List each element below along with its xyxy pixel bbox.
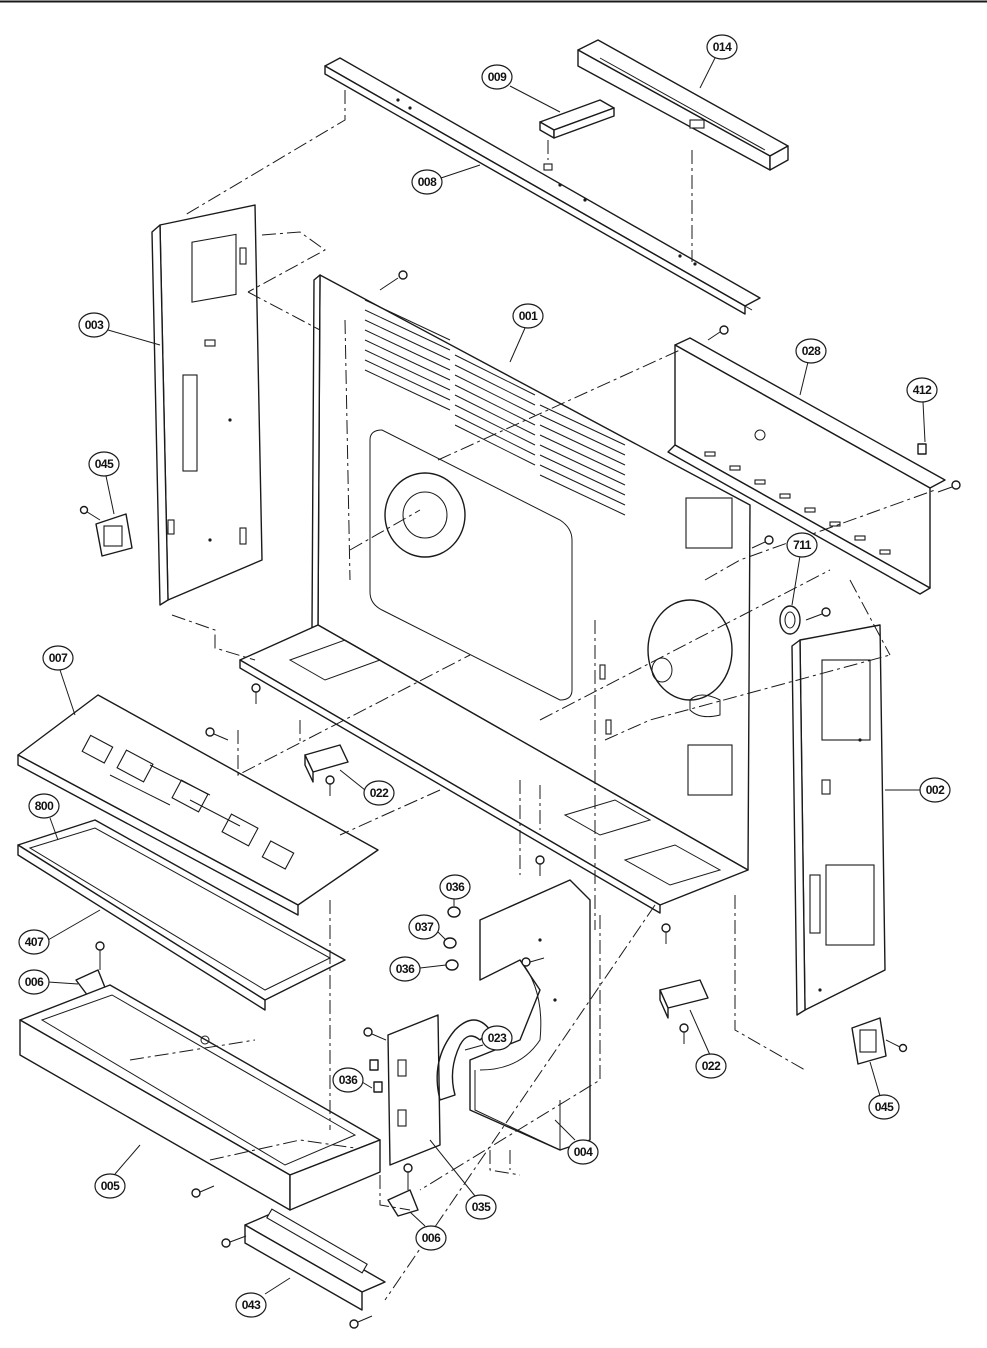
svg-text:014: 014 bbox=[713, 40, 732, 54]
svg-text:002: 002 bbox=[926, 783, 945, 797]
callout-045-right: 045 bbox=[868, 1061, 900, 1120]
callout-412: 412 bbox=[906, 377, 938, 455]
callout-036-top: 036 bbox=[439, 874, 471, 906]
callout-014: 014 bbox=[699, 34, 738, 89]
svg-text:800: 800 bbox=[35, 799, 54, 813]
part-043-bottom-rail bbox=[244, 1208, 386, 1311]
callout-800: 800 bbox=[28, 793, 60, 841]
frame-028-slots bbox=[704, 451, 891, 555]
vent-louvers-center bbox=[454, 354, 536, 466]
svg-text:008: 008 bbox=[418, 175, 437, 189]
svg-text:045: 045 bbox=[95, 457, 114, 471]
part-006-clip-b bbox=[387, 1163, 419, 1217]
svg-text:037: 037 bbox=[415, 920, 434, 934]
part-008-top-rail bbox=[324, 57, 761, 315]
callout-005: 005 bbox=[94, 1144, 141, 1199]
callout-022-upper: 022 bbox=[339, 769, 395, 806]
callout-022-lower: 022 bbox=[689, 1009, 727, 1079]
svg-text:006: 006 bbox=[25, 975, 44, 989]
vent-louvers-right bbox=[539, 404, 626, 516]
callout-037: 037 bbox=[408, 914, 447, 941]
vent-louvers-left bbox=[364, 299, 451, 411]
frame-recess-outline bbox=[369, 429, 573, 701]
callout-009: 009 bbox=[481, 64, 561, 113]
callout-023: 023 bbox=[464, 1025, 513, 1051]
svg-text:036: 036 bbox=[446, 880, 465, 894]
part-045-bracket-left bbox=[79, 505, 133, 557]
round-hole-right bbox=[647, 599, 733, 701]
part-028-right-frame bbox=[667, 337, 946, 595]
part-035-mounting-plate bbox=[387, 1014, 441, 1166]
svg-text:005: 005 bbox=[101, 1179, 120, 1193]
svg-text:006: 006 bbox=[422, 1231, 441, 1245]
part-045-bracket-right bbox=[851, 1017, 908, 1065]
callout-001: 001 bbox=[509, 303, 544, 363]
svg-text:711: 711 bbox=[793, 538, 812, 552]
screws bbox=[191, 270, 961, 1329]
callout-035: 035 bbox=[429, 1139, 497, 1220]
svg-text:009: 009 bbox=[488, 70, 507, 84]
part-001-main-frame bbox=[239, 274, 751, 914]
round-hole-left bbox=[384, 472, 466, 558]
svg-text:043: 043 bbox=[242, 1298, 261, 1312]
svg-text:007: 007 bbox=[49, 651, 68, 665]
part-009-clip bbox=[539, 99, 615, 139]
svg-text:028: 028 bbox=[802, 344, 821, 358]
callout-043: 043 bbox=[235, 1277, 291, 1318]
part-005-base-pan bbox=[19, 984, 381, 1211]
svg-text:407: 407 bbox=[25, 935, 44, 949]
part-003-left-side-panel bbox=[151, 204, 263, 606]
svg-text:035: 035 bbox=[472, 1200, 491, 1214]
callouts: 014 009 008 003 001 028 bbox=[18, 34, 951, 1318]
svg-text:001: 001 bbox=[519, 309, 538, 323]
part-022-block-b bbox=[659, 979, 709, 1019]
callout-004: 004 bbox=[554, 1119, 599, 1165]
assembly-dash-lines bbox=[129, 90, 936, 1301]
part-711-round bbox=[779, 605, 801, 635]
callout-002: 002 bbox=[885, 777, 951, 803]
svg-text:045: 045 bbox=[875, 1100, 894, 1114]
part-022-block-a bbox=[304, 744, 349, 783]
svg-text:022: 022 bbox=[702, 1059, 721, 1073]
callout-008: 008 bbox=[411, 164, 481, 195]
part-002-right-side-panel bbox=[791, 624, 886, 1016]
svg-text:023: 023 bbox=[488, 1031, 507, 1045]
callout-006-upper: 006 bbox=[18, 969, 79, 995]
part-014-top-cover bbox=[577, 39, 789, 171]
callout-036-middle: 036 bbox=[389, 956, 447, 982]
part-036-037-fasteners bbox=[369, 906, 461, 1093]
callout-407: 407 bbox=[18, 909, 101, 955]
part-800-drip-pan bbox=[17, 819, 346, 1011]
callout-045-left: 045 bbox=[88, 451, 120, 515]
callout-036-lower: 036 bbox=[332, 1067, 373, 1093]
part-007-tray bbox=[17, 694, 379, 916]
callout-007: 007 bbox=[42, 645, 76, 716]
callout-711: 711 bbox=[786, 532, 818, 606]
svg-text:003: 003 bbox=[85, 318, 104, 332]
svg-text:412: 412 bbox=[913, 383, 932, 397]
svg-text:036: 036 bbox=[339, 1073, 358, 1087]
svg-text:022: 022 bbox=[370, 786, 389, 800]
callout-003: 003 bbox=[78, 312, 161, 346]
svg-text:004: 004 bbox=[574, 1145, 593, 1159]
callout-006-lower: 006 bbox=[409, 1211, 447, 1251]
callout-028: 028 bbox=[795, 338, 827, 396]
svg-text:036: 036 bbox=[396, 962, 415, 976]
part-004-inner-bracket bbox=[469, 879, 591, 1151]
